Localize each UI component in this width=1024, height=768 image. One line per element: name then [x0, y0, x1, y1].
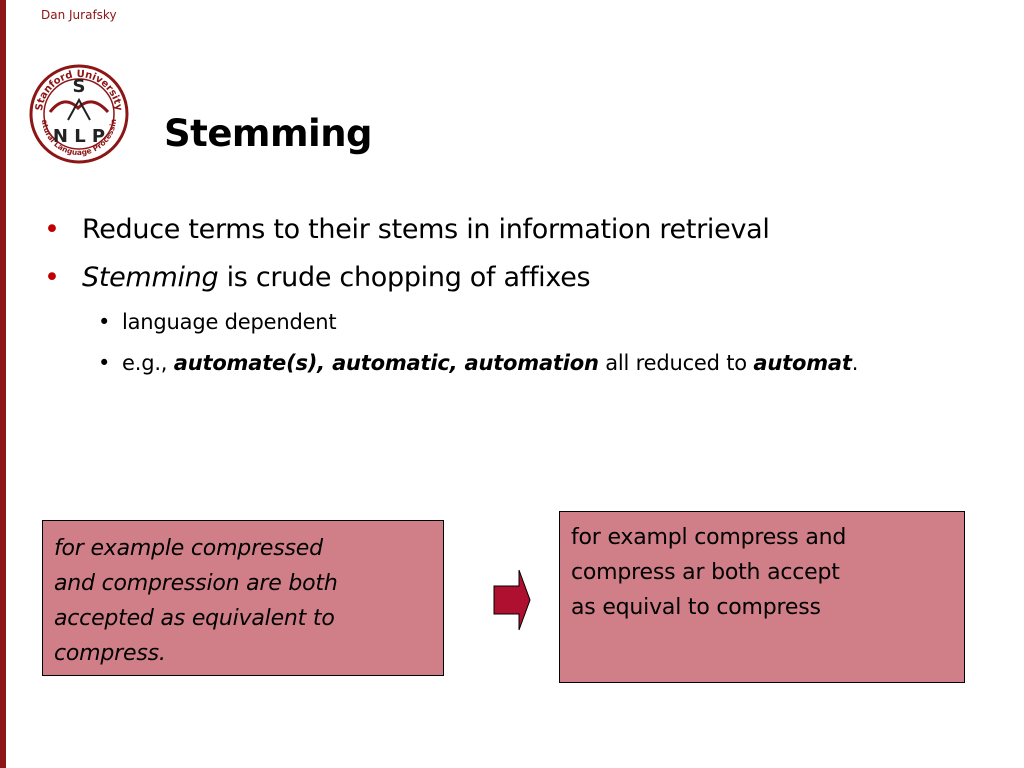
sub-bullet-text: . — [851, 351, 859, 375]
original-text-line: for example compressed — [54, 536, 323, 561]
sub-bullet-text: all reduced to — [598, 351, 754, 375]
bullet-item: • Stemming is crude chopping of affixes — [44, 254, 984, 302]
sub-bullet-dot-icon: • — [98, 351, 111, 375]
left-accent-bar — [0, 0, 6, 768]
sub-bullet-item: • e.g., automate(s), automatic, automati… — [44, 343, 984, 384]
stemmed-text-line: compress ar both accept — [571, 560, 840, 585]
bullet-item: • Reduce terms to their stems in informa… — [44, 206, 984, 254]
original-text-box: for example compressed and compression a… — [42, 520, 444, 676]
right-arrow-icon — [493, 569, 531, 631]
sub-bullet-text-bold-italic: automat — [753, 351, 852, 375]
stemmed-text-box: for exampl compress and compress ar both… — [559, 511, 965, 683]
author-name: Dan Jurafsky — [41, 8, 117, 22]
sub-bullet-dot-icon: • — [98, 310, 111, 334]
original-text-line: compress. — [54, 641, 166, 666]
logo-letter-s: S — [73, 76, 86, 97]
bullet-text: Reduce terms to their stems in informati… — [82, 214, 770, 245]
stemmed-text-line: as equival to compress — [571, 595, 821, 620]
slide-title: Stemming — [164, 112, 373, 155]
logo-letters-nlp: N L P — [53, 126, 105, 147]
bullet-text-italic: Stemming — [82, 262, 219, 293]
bullet-dot-icon: • — [44, 214, 60, 245]
original-text-line: and compression are both — [54, 571, 338, 596]
stemmed-text-line: for exampl compress and — [571, 525, 847, 550]
sub-bullet-text-bold-italic: automate(s), automatic, automation — [173, 351, 599, 375]
stanford-nlp-logo: Stanford University Natural Language Pro… — [28, 46, 129, 164]
sub-bullet-text: language dependent — [122, 310, 337, 334]
sub-bullet-text: e.g., — [122, 351, 174, 375]
bullet-dot-icon: • — [44, 262, 60, 293]
bullet-list: • Reduce terms to their stems in informa… — [44, 206, 984, 384]
bullet-text: is crude chopping of affixes — [218, 262, 591, 293]
sub-bullet-item: • language dependent — [44, 302, 984, 343]
original-text-line: accepted as equivalent to — [54, 606, 335, 631]
